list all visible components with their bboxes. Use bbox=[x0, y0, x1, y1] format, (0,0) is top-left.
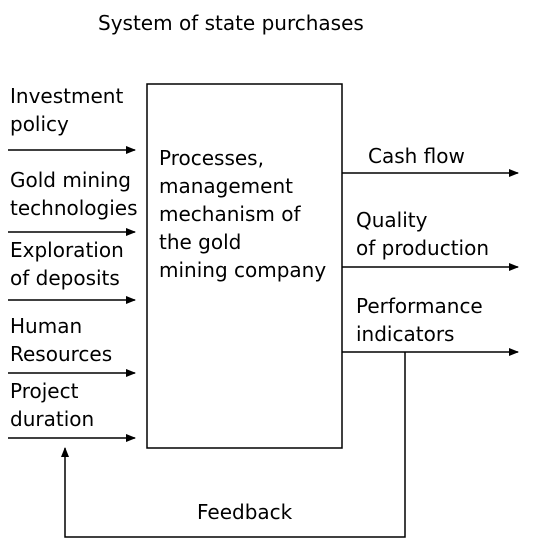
input-label-line: duration bbox=[10, 407, 95, 431]
input-label-human-resources: Human Resources bbox=[10, 312, 112, 368]
input-label-line: policy bbox=[10, 112, 69, 136]
output-label-quality: Quality of production bbox=[356, 206, 489, 262]
input-label-line: Exploration bbox=[10, 238, 124, 262]
input-label-line: Resources bbox=[10, 342, 113, 366]
input-label-line: Gold mining bbox=[10, 168, 131, 192]
input-label-line: Investment bbox=[10, 84, 124, 108]
diagram-title: System of state purchases bbox=[98, 11, 364, 35]
process-box-text: Processes, management mechanism of the g… bbox=[159, 144, 326, 284]
input-label-technologies: Gold mining technologies bbox=[10, 166, 138, 222]
feedback-label: Feedback bbox=[197, 500, 293, 524]
process-box-line: management bbox=[159, 174, 293, 198]
input-label-project-duration: Project duration bbox=[10, 377, 94, 433]
input-label-investment: Investment policy bbox=[10, 82, 123, 138]
process-box-line: mining company bbox=[159, 258, 327, 282]
output-label-performance: Performance indicators bbox=[356, 292, 483, 348]
input-label-line: of deposits bbox=[10, 266, 120, 290]
output-label-line: Performance bbox=[356, 294, 483, 318]
input-label-line: Project bbox=[10, 379, 79, 403]
output-label-line: Quality bbox=[356, 208, 428, 232]
process-box-line: the gold bbox=[159, 230, 242, 254]
process-box-line: Processes, bbox=[159, 146, 264, 170]
feedback-loop-line bbox=[61, 352, 406, 538]
input-label-exploration: Exploration of deposits bbox=[10, 236, 124, 292]
process-box-line: mechanism of bbox=[159, 202, 301, 226]
output-label-line: indicators bbox=[356, 322, 455, 346]
output-label-line: of production bbox=[356, 236, 490, 260]
input-label-line: technologies bbox=[10, 196, 138, 220]
process-box bbox=[146, 83, 343, 449]
output-label-cash-flow: Cash flow bbox=[368, 142, 465, 170]
input-label-line: Human bbox=[10, 314, 83, 338]
output-label-line: Cash flow bbox=[368, 144, 465, 168]
